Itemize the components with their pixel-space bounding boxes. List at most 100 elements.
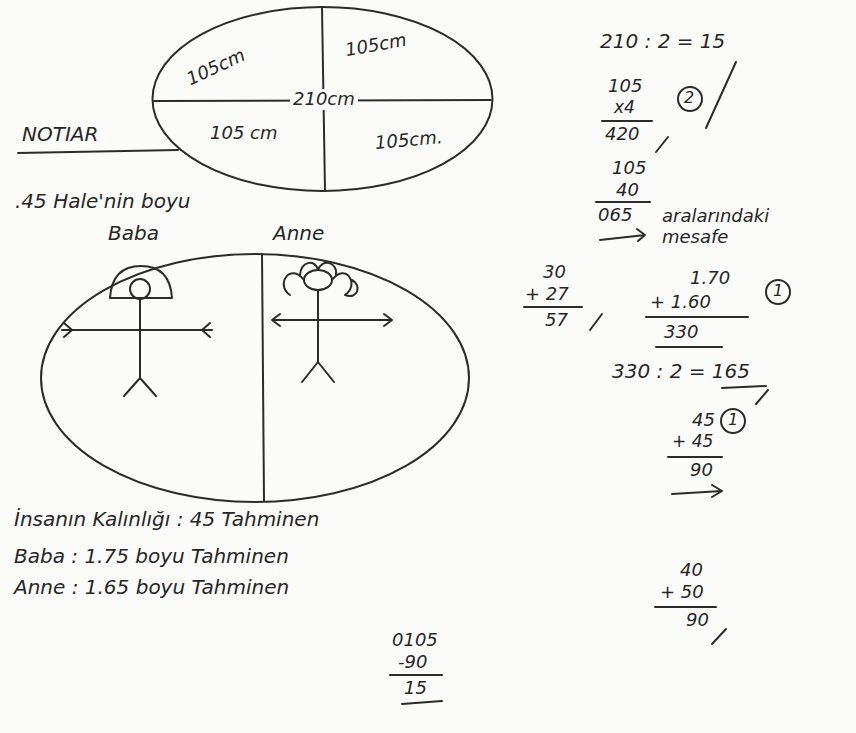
calculation-text: + 27 [525, 284, 569, 305]
calculation-text: 065 [598, 205, 632, 226]
text-slot: 105 cm [210, 123, 278, 144]
measure-ellipse: 105cm 105cm 210cm 105 cm 105cm. [150, 5, 495, 193]
label-slot: + 50 [660, 582, 704, 603]
label-slot: 1 [773, 281, 783, 300]
outline-shape [38, 222, 473, 504]
text-slot: 105cm [344, 30, 408, 61]
calculation-text: 330 [664, 322, 698, 343]
label-slot: 40 [680, 560, 703, 581]
sum-line [602, 120, 652, 122]
label-slot: 2 [684, 88, 694, 107]
label-slot: İnsanın Kalınlığı : 45 Tahminen [14, 508, 319, 531]
underline [402, 701, 442, 704]
handwritten-note: aralarındaki mesafe [662, 206, 812, 247]
dimension-label: 105 cm [210, 123, 278, 144]
person-name: Baba [108, 222, 159, 245]
underline [18, 150, 178, 153]
label-slot: 065 [598, 205, 632, 226]
dimension-label: 105cm [344, 30, 408, 61]
calculation-text: x4 [614, 98, 635, 118]
arrow-mark [672, 485, 722, 497]
label-slot: 1 [728, 410, 738, 429]
text-slot: Anne [273, 222, 324, 245]
dimension-label: 105cm. [374, 127, 443, 153]
number-circle [721, 409, 745, 433]
sum-line [668, 456, 722, 458]
dimension-label: 210cm [290, 89, 358, 110]
handwritten-note: Baba : 1.75 boyu Tahminen [14, 545, 289, 568]
person-name: Anne [273, 222, 324, 245]
sum-line [655, 606, 716, 608]
label-slot: Baba : 1.75 boyu Tahminen [14, 545, 289, 568]
label-slot: 105 [612, 158, 646, 179]
calculation-text: + 1.60 [650, 292, 711, 313]
family-circle: Baba Anne [38, 222, 473, 504]
arrow-mark [600, 229, 645, 241]
label-slot: 420 [605, 124, 639, 145]
label-slot: 1.70 [690, 268, 730, 289]
calculation-text: 210 : 2 = 15 [600, 30, 725, 53]
calculation-text: 330 : 2 = 165 [612, 360, 750, 383]
label-slot: 90 [686, 610, 709, 631]
calculation-text: 30 [543, 262, 566, 283]
calculation-text: 40 [680, 560, 703, 581]
sum-line [596, 201, 650, 203]
stick-figure [272, 290, 392, 382]
label-slot: .45 Hale'nin boyu [15, 190, 191, 213]
text-slot: 105cm. [374, 127, 443, 153]
label-slot: + 27 [525, 284, 569, 305]
outline [153, 7, 493, 191]
label-slot: 57 [545, 310, 568, 331]
circled-number: 2 [684, 89, 694, 107]
sum-line [656, 346, 722, 348]
calculation-text: 15 [404, 678, 427, 699]
check-mark [656, 62, 736, 152]
calculation-text: 105 [612, 158, 646, 179]
dimension-label: 105cm [184, 45, 249, 90]
label-slot: 330 [664, 322, 698, 343]
sum-line [524, 306, 582, 308]
label-slot: 330 : 2 = 165 [612, 360, 750, 383]
label-slot: 15 [404, 678, 427, 699]
handwritten-note: Anne : 1.65 boyu Tahminen [14, 576, 289, 599]
stick-figure-head [130, 279, 150, 299]
handwritten-note: .45 Hale'nin boyu [15, 190, 191, 213]
check-mark [590, 314, 602, 330]
calculation-text: 45 [692, 410, 715, 431]
stick-figure-head [304, 270, 332, 290]
calculation-text: 105 [608, 76, 642, 97]
label-slot: NOTIAR [22, 123, 98, 146]
text-slot: 210cm [290, 89, 358, 110]
handwritten-note: NOTIAR [22, 123, 98, 146]
handwritten-note: İnsanın Kalınlığı : 45 Tahminen [14, 508, 319, 531]
label-slot: aralarındaki mesafe [662, 206, 812, 247]
label-slot: 0105 [392, 630, 438, 651]
outline [41, 254, 469, 502]
hair-sketch [284, 263, 358, 296]
check-mark [722, 386, 768, 404]
calculation-text: + 50 [660, 582, 704, 603]
sum-line [646, 316, 748, 318]
calculation-text: 0105 [392, 630, 438, 651]
stick-figure [62, 299, 212, 396]
label-slot: 105 [608, 76, 642, 97]
sum-line [390, 674, 442, 676]
text-slot: 105cm [184, 45, 249, 90]
calculation-text: -90 [398, 652, 427, 673]
calculation-text: 1.70 [690, 268, 730, 289]
label-slot: -90 [398, 652, 427, 673]
circled-number: 1 [773, 282, 783, 300]
calculation-text: 420 [605, 124, 639, 145]
calculation-text: 90 [686, 610, 709, 631]
calculation-text: + 45 [672, 432, 713, 452]
label-slot: + 45 [672, 432, 713, 452]
label-slot: 45 [692, 410, 715, 431]
label-slot: 210 : 2 = 15 [600, 30, 725, 53]
label-slot: 40 [616, 180, 639, 201]
calculation-text: 90 [690, 460, 713, 481]
calculation-text: 40 [616, 180, 639, 201]
label-slot: 90 [690, 460, 713, 481]
label-slot: Anne : 1.65 boyu Tahminen [14, 576, 289, 599]
text-slot: Baba [108, 222, 159, 245]
